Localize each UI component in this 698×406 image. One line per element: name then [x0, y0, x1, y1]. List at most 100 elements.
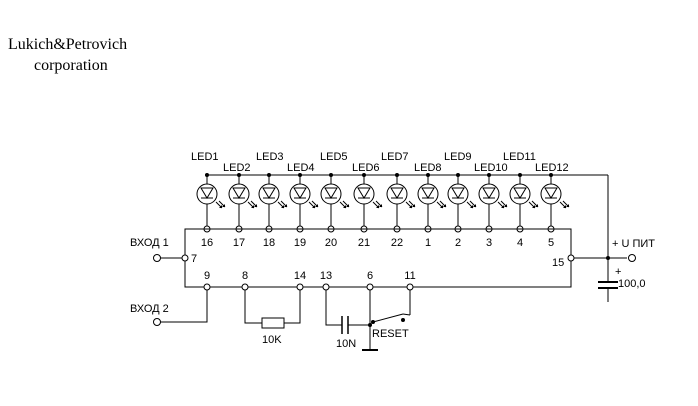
pin-number: 3 [486, 237, 492, 249]
arrow-head [251, 205, 254, 208]
chip-pin-9 [203, 283, 211, 291]
arrow-head [346, 204, 349, 207]
chip-pin-8 [241, 283, 249, 291]
pin-number: 8 [242, 270, 248, 282]
arrow-head [504, 204, 507, 207]
led-label: LED6 [352, 162, 380, 174]
input1-terminal [153, 254, 161, 262]
diode-triangle [357, 187, 371, 199]
pin-number: 14 [294, 270, 306, 282]
led-label: LED9 [444, 151, 472, 163]
led-4: LED4 19 [287, 162, 319, 249]
filter-capacitor [598, 258, 618, 302]
pin-number: 22 [391, 237, 403, 249]
led-body [417, 183, 439, 205]
reset-label: RESET [372, 328, 409, 340]
led-label: LED2 [223, 162, 251, 174]
arrow-head [376, 205, 379, 208]
chip-pin-15 [567, 254, 575, 262]
arrow-head [470, 205, 473, 208]
arrow-head [343, 205, 346, 208]
pin-number: 21 [358, 237, 370, 249]
arrow-head [312, 205, 315, 208]
arrow-head [535, 204, 538, 207]
pin-15-label: 15 [552, 257, 564, 269]
led-label: LED4 [287, 162, 315, 174]
pin-7-label: 7 [191, 253, 197, 265]
ground-junction [368, 323, 372, 327]
diode-triangle [293, 187, 307, 199]
arrow-head [315, 204, 318, 207]
led-2: LED2 17 [223, 162, 258, 249]
led-11: LED11 4 [503, 151, 539, 249]
led-6: LED6 21 [352, 162, 383, 249]
company-subtitle: corporation [34, 57, 108, 74]
diode-triangle [421, 187, 435, 199]
led-label: LED1 [191, 151, 219, 163]
diode-triangle [232, 187, 246, 199]
arrow-head [281, 205, 284, 208]
arrow-head [532, 205, 535, 208]
resistor [261, 317, 285, 329]
pin-number: 4 [517, 237, 523, 249]
led-body [258, 183, 280, 205]
led-body [447, 183, 469, 205]
supply-terminal [628, 254, 636, 262]
pin-number: 1 [425, 237, 431, 249]
chip-pin-7 [181, 254, 189, 262]
arrow-head [440, 205, 443, 208]
arrow-head [443, 204, 446, 207]
pin-number: 17 [233, 237, 245, 249]
chip-pin-13 [322, 283, 330, 291]
led-10: LED10 3 [474, 162, 508, 249]
led-body [478, 183, 500, 205]
led-label: LED3 [256, 151, 284, 163]
pin-number: 9 [204, 270, 210, 282]
led-body [386, 183, 408, 205]
reset-button [371, 313, 411, 324]
resistor-value: 10K [262, 334, 282, 346]
led-array: LED116LED217LED318LED419LED520LED621LED7… [191, 151, 570, 249]
arrow-head [284, 204, 287, 207]
timing-wiring [325, 290, 411, 351]
input2-terminal [153, 318, 161, 326]
pin-number: 19 [294, 237, 306, 249]
arrow-head [379, 204, 382, 207]
arrow-head [501, 205, 504, 208]
led-label: LED10 [474, 162, 508, 174]
capacitor-polarity: + [615, 266, 621, 278]
diode-triangle [513, 187, 527, 199]
arrow-head [473, 204, 476, 207]
led-label: LED5 [320, 151, 348, 163]
input2-label: ВХОД 2 [130, 303, 169, 315]
led-body [228, 183, 250, 205]
arrow-head [566, 204, 569, 207]
capacitor-value: 100,0 [618, 278, 646, 290]
diode-triangle [451, 187, 465, 199]
diode-triangle [544, 187, 558, 199]
pin-number: 6 [367, 270, 373, 282]
arrow-head [219, 205, 222, 208]
chip-pin-6 [366, 283, 374, 291]
arrow-head [412, 204, 415, 207]
company-name: Lukich&Petrovich [8, 36, 127, 53]
diode-triangle [390, 187, 404, 199]
pin-number: 5 [548, 237, 554, 249]
capacitor-10n-label: 10N [336, 338, 356, 350]
diode-triangle [262, 187, 276, 199]
led-body [196, 183, 218, 205]
arrow-head [254, 204, 257, 207]
pin-number: 2 [455, 237, 461, 249]
diode-triangle [324, 187, 338, 199]
led-body [289, 183, 311, 205]
led-label: LED8 [414, 162, 442, 174]
led-label: LED11 [503, 151, 536, 163]
arrow-head [409, 205, 412, 208]
supply-rail [205, 174, 627, 259]
